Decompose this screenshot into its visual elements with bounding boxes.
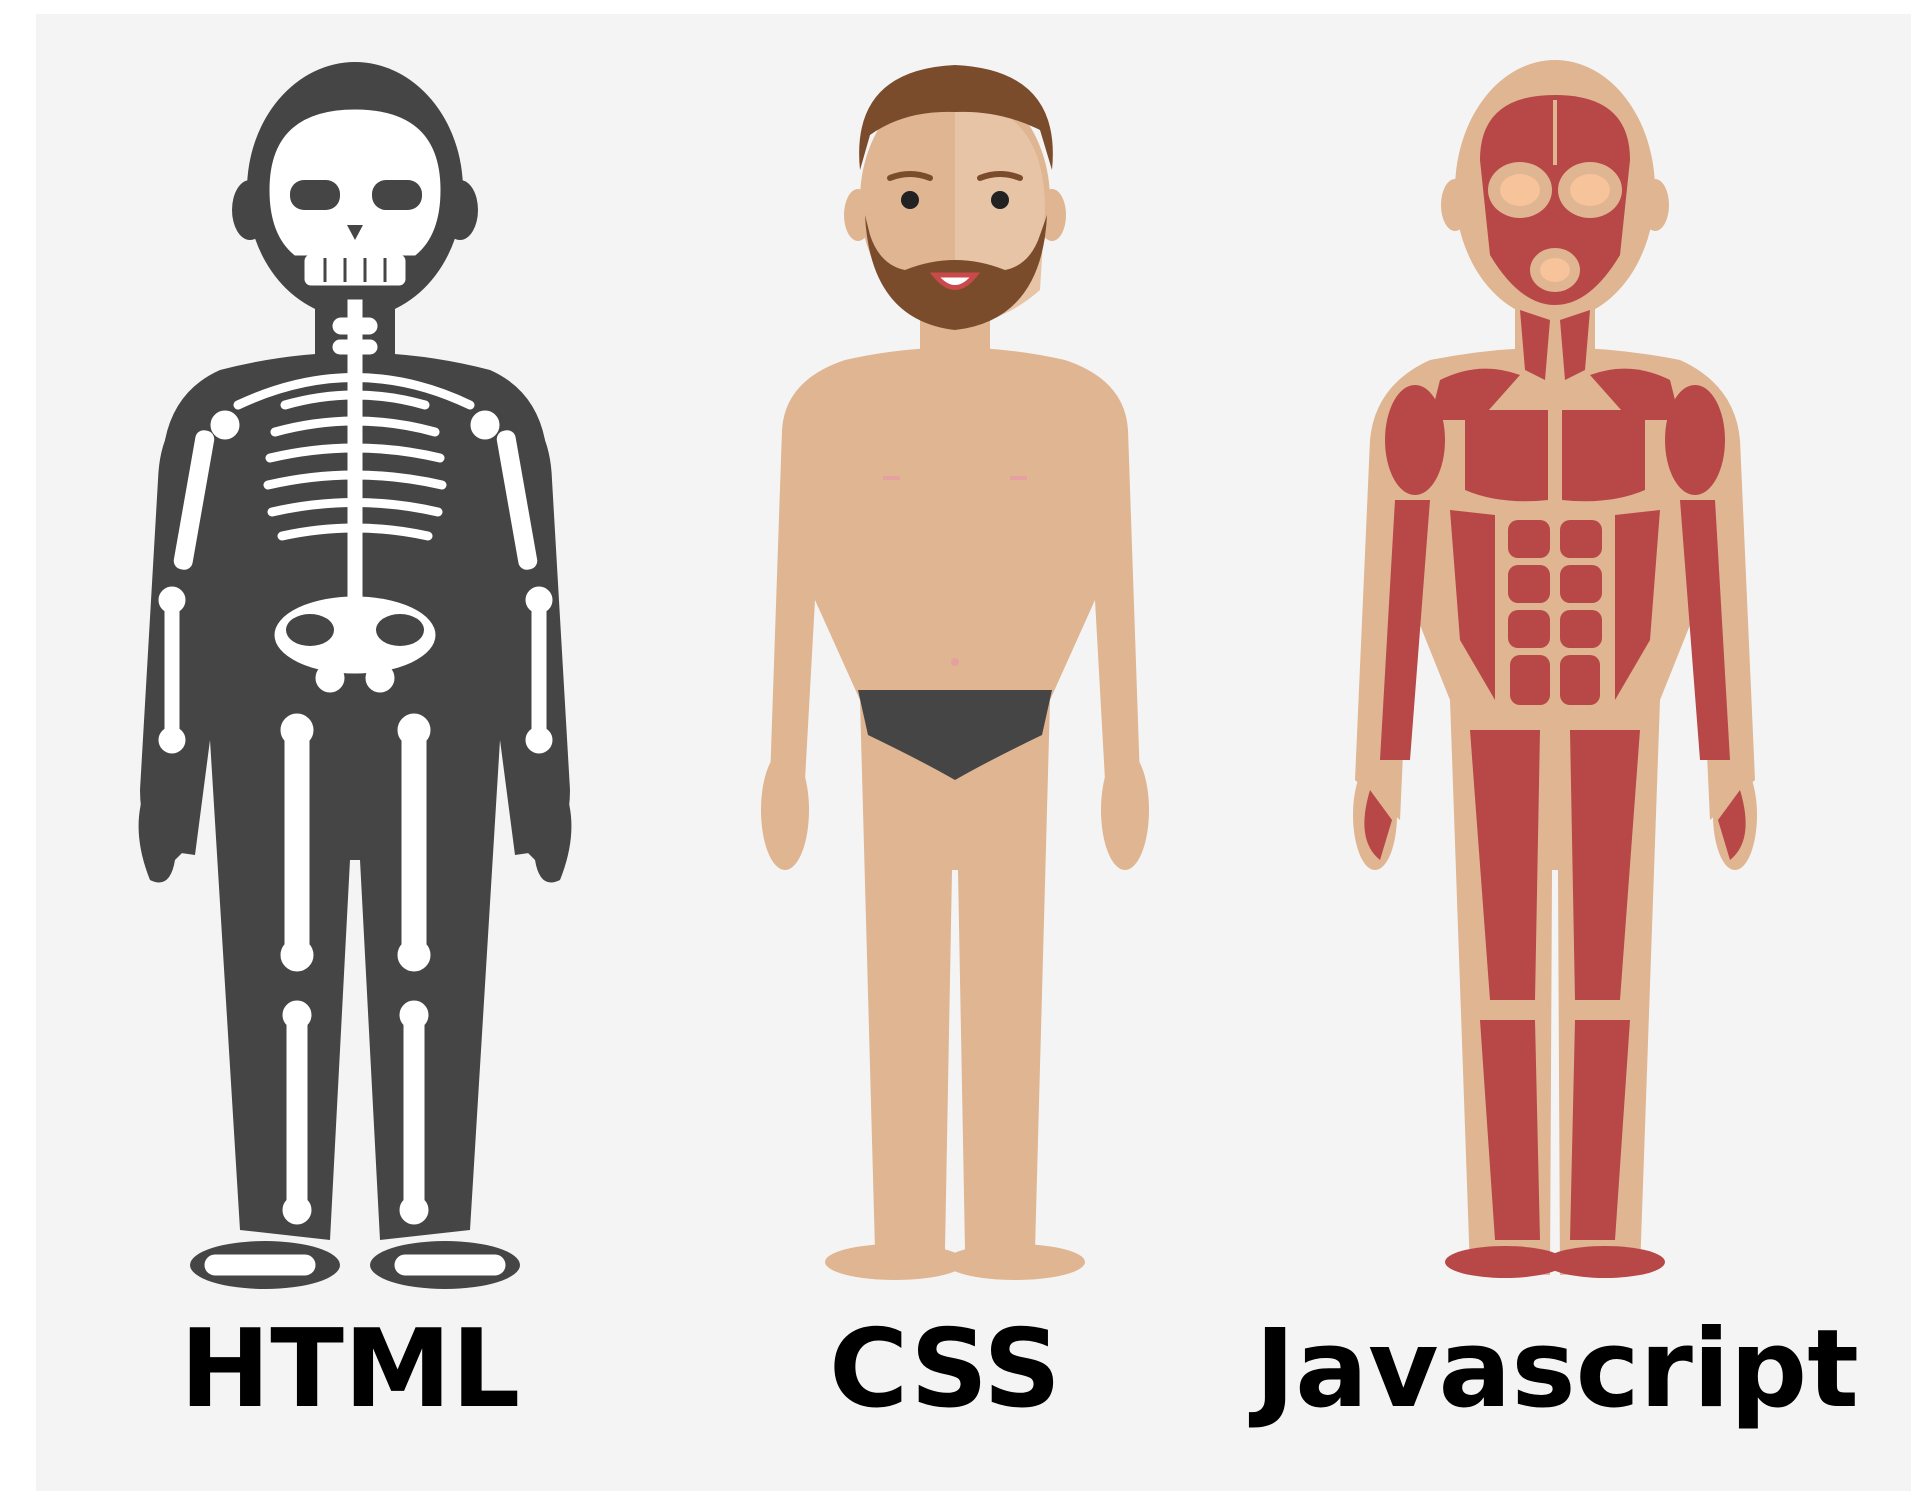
label-html: HTML bbox=[179, 1307, 521, 1432]
label-javascript: Javascript bbox=[1255, 1307, 1859, 1432]
muscle-figure-icon bbox=[1353, 60, 1757, 1278]
human-figure-icon bbox=[761, 65, 1149, 1280]
label-css: CSS bbox=[829, 1307, 1061, 1432]
skeleton-figure-icon bbox=[138, 62, 572, 1289]
